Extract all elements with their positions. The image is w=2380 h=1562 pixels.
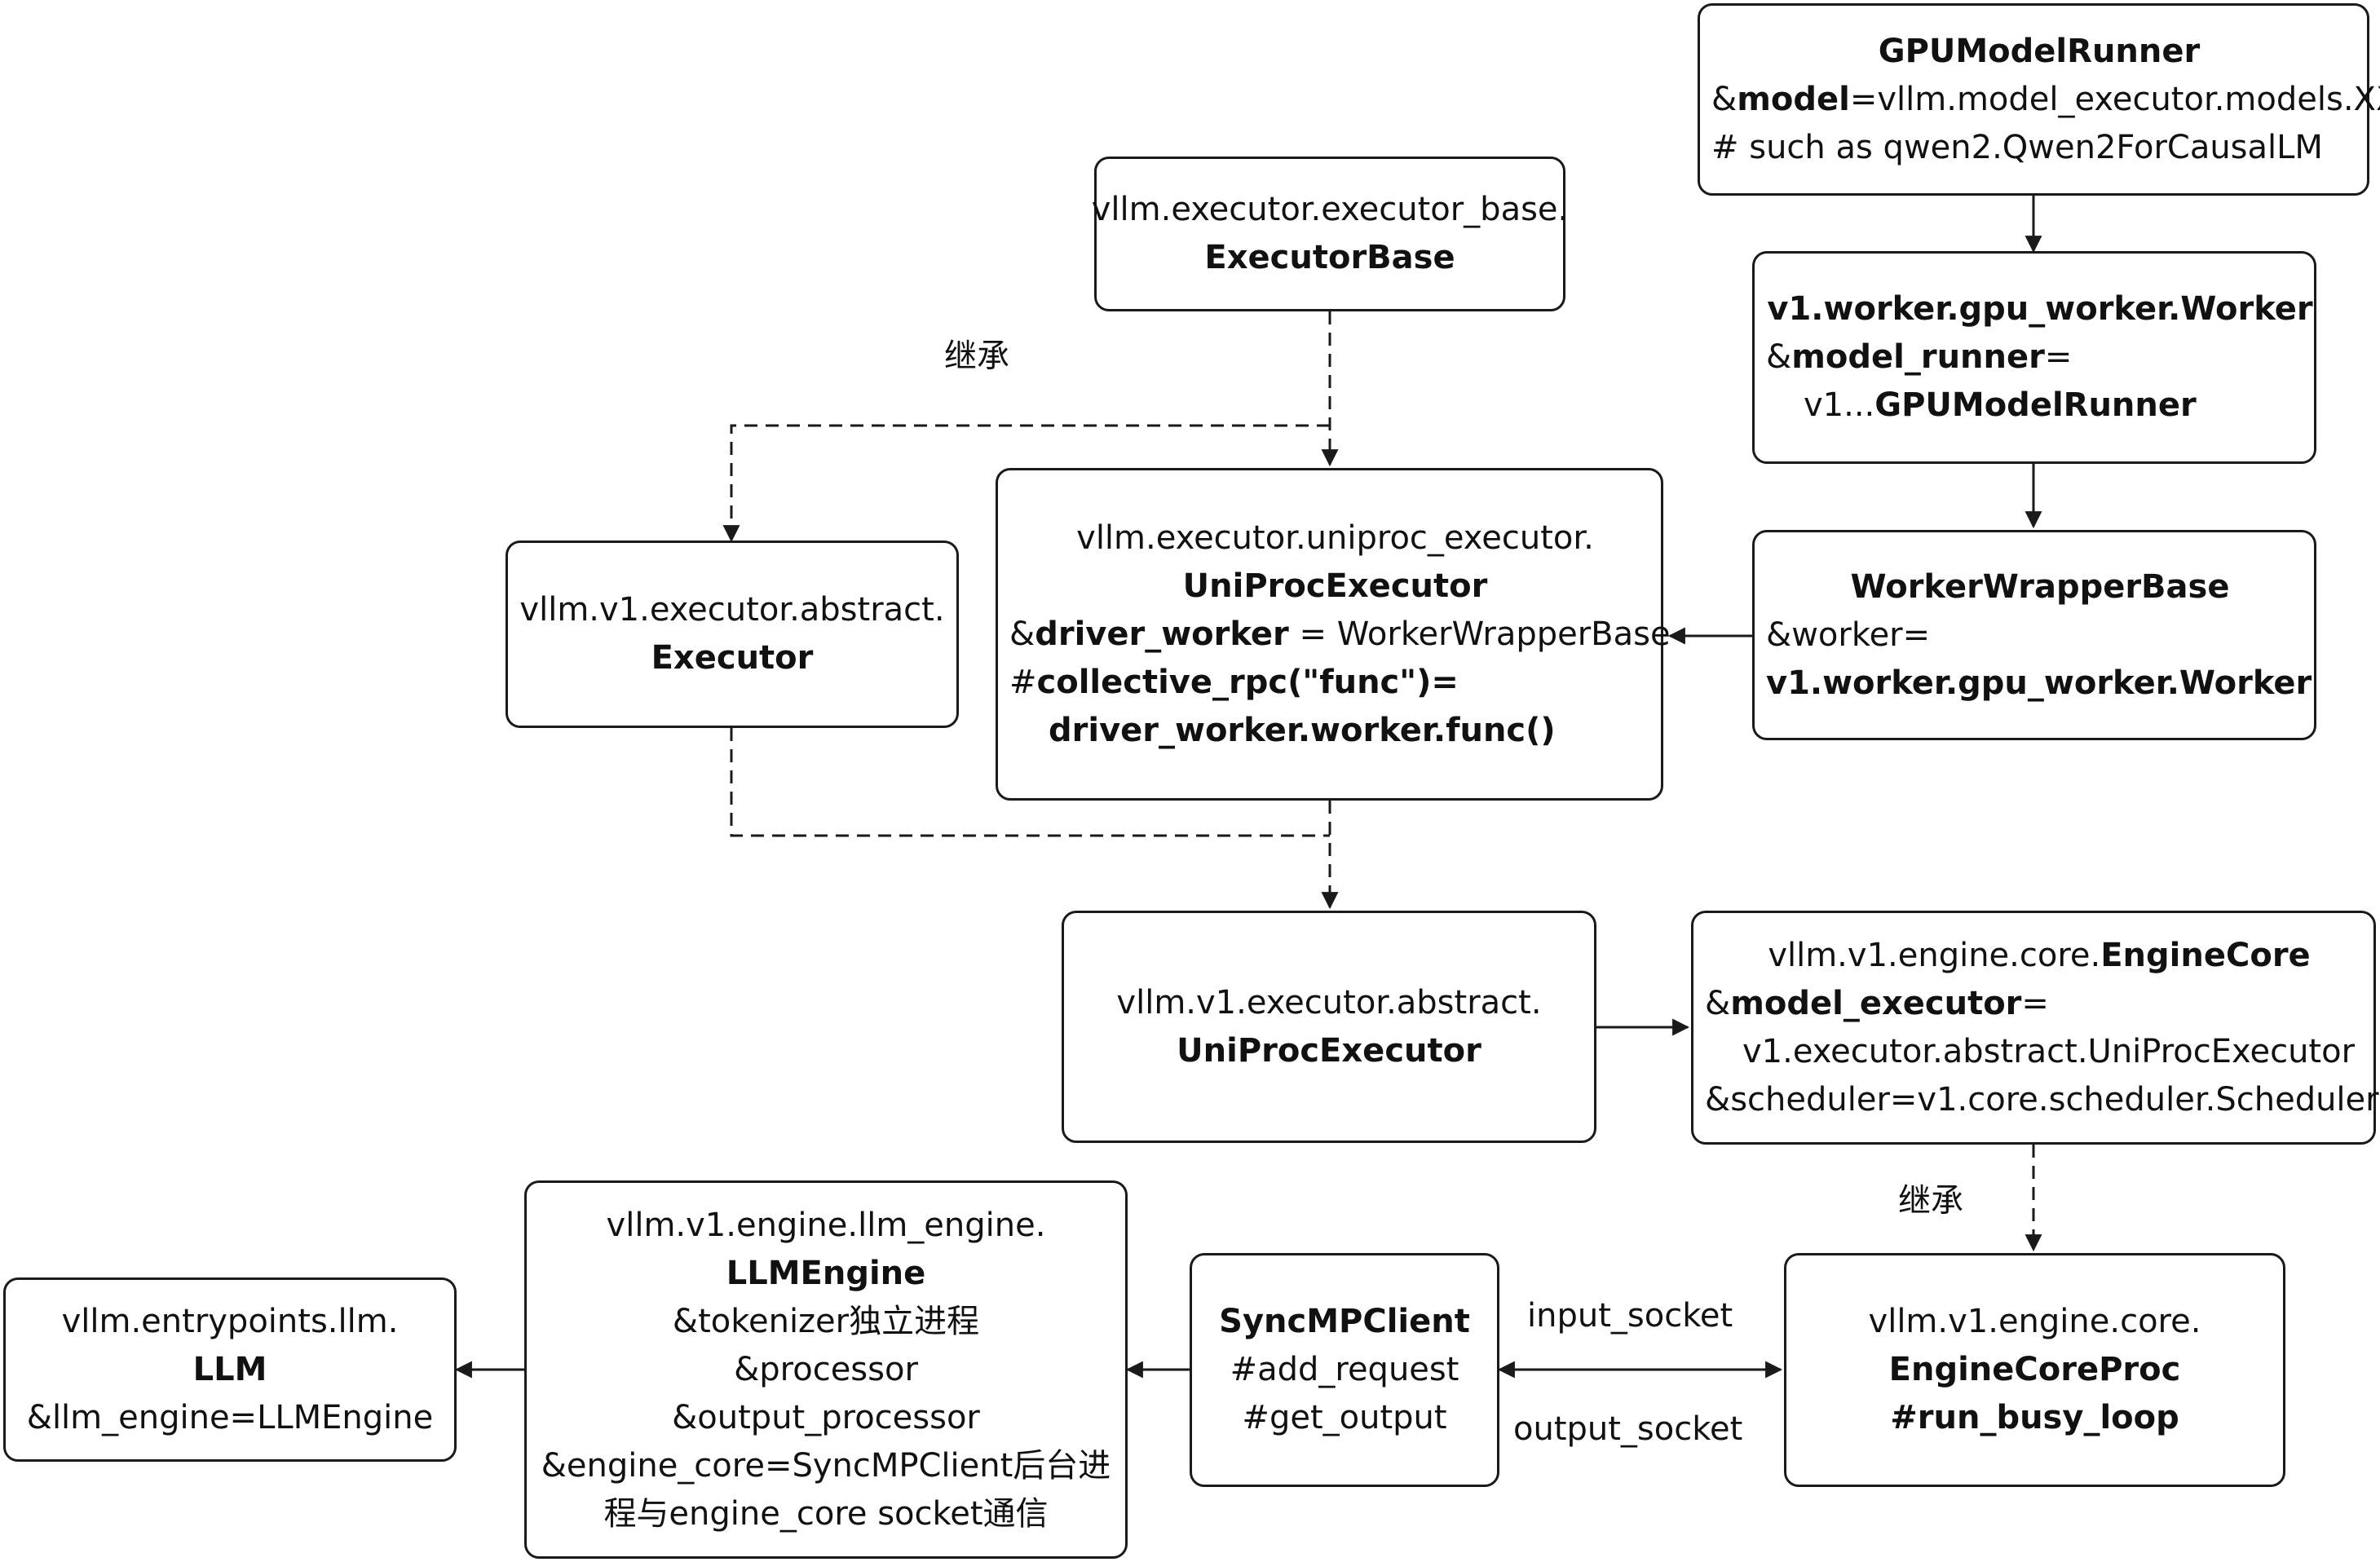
node-title: EngineCoreProc [1888,1351,2181,1388]
node-title: GPUModelRunner [1878,32,2201,70]
node-line: vllm.v1.executor.abstract. [1116,983,1542,1021]
node-line: #get_output [1242,1399,1447,1436]
node-line: #add_request [1230,1351,1459,1388]
node-gpu-worker: v1.worker.gpu_worker.Worker &model_runne… [1752,251,2316,464]
node-line: &engine_core=SyncMPClient后台进 [541,1446,1111,1485]
node-line: driver_worker.worker.func() [1049,711,1556,749]
node-title: UniProcExecutor [1177,1031,1481,1070]
node-line: &model=vllm.model_executor.models.XX [1711,80,2380,118]
node-line: vllm.entrypoints.llm. [61,1302,399,1340]
node-executor-base: vllm.executor.executor_base. ExecutorBas… [1092,157,1568,311]
node-line: vllm.executor.executor_base. [1091,191,1569,228]
node-v1-uniproc-executor: vllm.v1.executor.abstract. UniProcExecut… [1062,911,1596,1143]
node-v1-executor: vllm.v1.executor.abstract. Executor [506,541,959,728]
label-output-socket: output_socket [1513,1410,1743,1448]
node-line: &model_runner= [1766,338,2073,376]
node-title: ExecutorBase [1204,239,1455,276]
node-worker-wrapper-base: WorkerWrapperBase &worker= v1.worker.gpu… [1752,530,2316,740]
node-uniproc-executor: vllm.executor.uniproc_executor. UniProcE… [996,468,1671,801]
node-title: Executor [651,639,814,677]
edge-executorbase-v1executor [722,424,1330,543]
node-line: &output_processor [672,1398,980,1436]
node-llm-engine: vllm.v1.engine.llm_engine. LLMEngine &to… [524,1180,1128,1559]
node-engine-core-proc: vllm.v1.engine.core. EngineCoreProc #run… [1784,1253,2285,1487]
node-line: 程与engine_core socket通信 [603,1494,1049,1533]
node-line: &processor [734,1350,918,1388]
label-inherit-bottom: 继承 [1898,1182,1963,1220]
node-llm: vllm.entrypoints.llm. LLM &llm_engine=LL… [3,1277,457,1462]
node-line: v1.executor.abstract.UniProcExecutor [1742,1032,2356,1070]
label-input-socket: input_socket [1527,1297,1733,1335]
node-title: vllm.v1.engine.core.EngineCore [1768,936,2311,974]
node-line: &tokenizer独立进程 [672,1302,980,1340]
edge-v1executor-v1uniproc [730,728,1330,837]
node-sync-mp-client: SyncMPClient #add_request #get_output [1190,1253,1499,1487]
node-line: v1...GPUModelRunner [1804,386,2197,424]
node-line: #collective_rpc("func")= [1009,663,1459,701]
node-title: LLM [192,1350,267,1388]
node-gpu-model-runner: GPUModelRunner &model=vllm.model_executo… [1698,3,2380,196]
node-line: &scheduler=v1.core.scheduler.Scheduler [1705,1080,2379,1119]
node-title: UniProcExecutor [1182,567,1488,605]
label-inherit-top: 继承 [944,338,1009,375]
node-line: &driver_worker = WorkerWrapperBase [1009,615,1671,653]
node-line: &model_executor= [1705,984,2049,1022]
node-line: vllm.v1.executor.abstract. [519,591,945,629]
node-title: SyncMPClient [1219,1303,1470,1340]
node-line: #run_busy_loop [1890,1399,2179,1436]
node-line: vllm.executor.uniproc_executor. [1076,518,1594,557]
node-line: v1.worker.gpu_worker.Worker [1766,664,2312,702]
node-title: v1.worker.gpu_worker.Worker [1767,290,2313,328]
node-line: &worker= [1766,616,1931,654]
node-line: # such as qwen2.Qwen2ForCausalLM [1711,128,2323,166]
node-line: &llm_engine=LLMEngine [26,1398,434,1436]
node-title: WorkerWrapperBase [1850,567,2230,606]
node-engine-core: vllm.v1.engine.core.EngineCore &model_ex… [1691,911,2379,1145]
node-line: vllm.v1.engine.llm_engine. [606,1206,1046,1244]
node-title: LLMEngine [726,1254,926,1292]
node-line: vllm.v1.engine.core. [1868,1303,2201,1340]
